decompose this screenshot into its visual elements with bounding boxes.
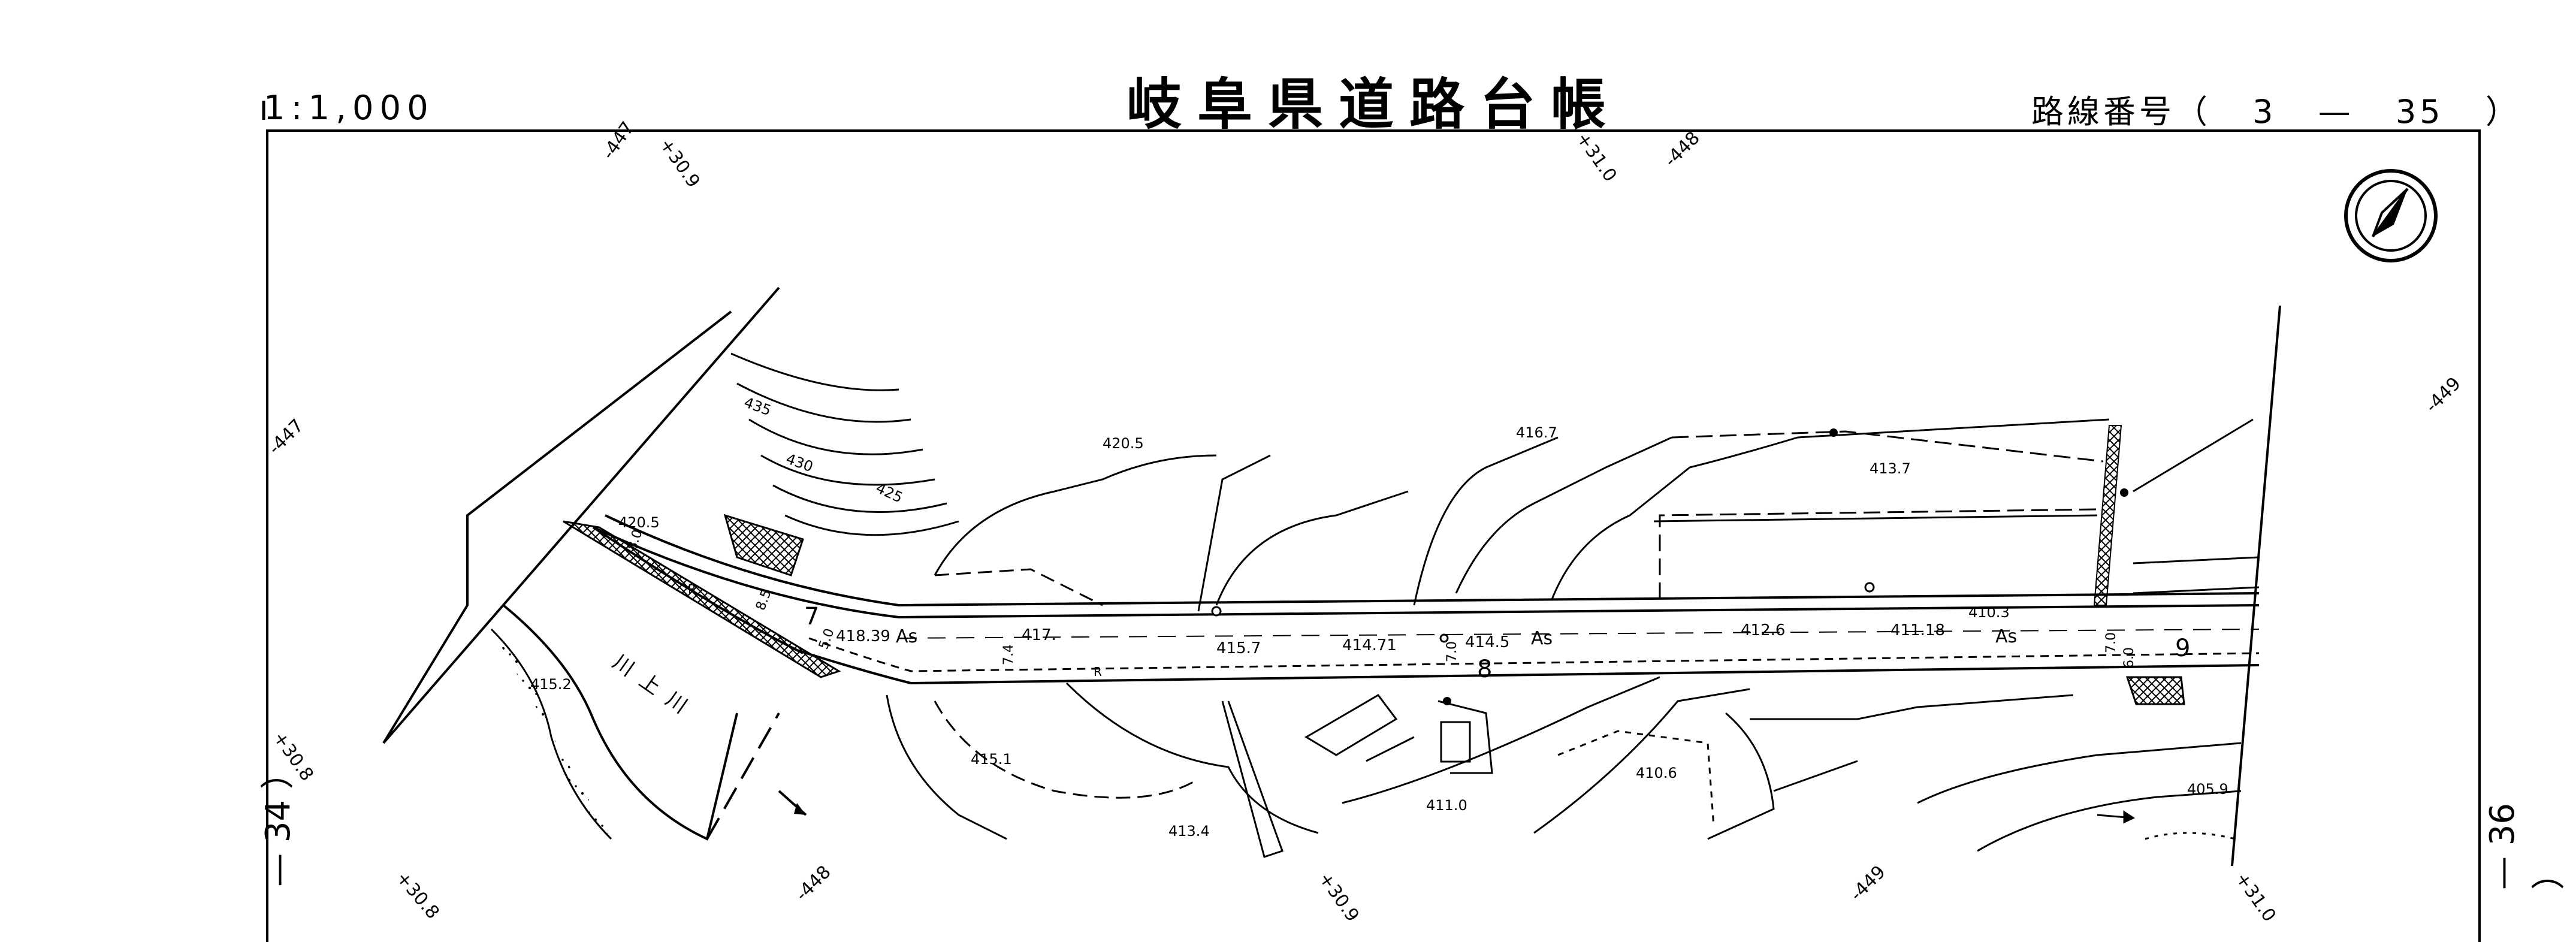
contours [730, 352, 959, 536]
route-close: ） [2485, 93, 2521, 131]
grid-label-top-2: +30.9 [655, 135, 703, 192]
road-level-labels: 418.39 417. 415.7 414.71 414.5 412.6 411… [836, 621, 1945, 657]
road-level: 412.6 [1741, 621, 1785, 639]
adjacent-sheet-left[interactable]: — 34 ） [258, 756, 298, 887]
river [490, 604, 807, 841]
grid-label-left-1: -447 [264, 415, 308, 459]
surface-label: As [1531, 628, 1553, 649]
road-mark: R [688, 582, 696, 596]
road-level: 414.71 [1342, 636, 1397, 654]
grid-label-bottom-2: -448 [792, 862, 835, 905]
elevation-label: 415.1 [971, 751, 1012, 768]
grid-label-bottom-4: -449 [1846, 862, 1890, 905]
map-frame [266, 129, 2481, 942]
right-cutline [2231, 305, 2281, 866]
grid-label-bottom-1: +30.8 [392, 868, 443, 923]
width-label: 7.4 [1001, 644, 1016, 665]
elevation-label: 420.5 [618, 514, 660, 531]
contour-label-430: 430 [784, 450, 816, 475]
elevation-label: 413.4 [1168, 823, 1210, 840]
north-arrow-icon [2344, 169, 2438, 262]
retaining-wall-left [563, 520, 841, 678]
boundary-markers [1443, 428, 2128, 705]
route-dash: — [2318, 93, 2354, 131]
surface-label: As [896, 626, 917, 647]
road-mark: R [1094, 665, 1102, 679]
surface-label: As [1995, 626, 2017, 647]
route-number-b: 35 [2395, 93, 2444, 131]
route-number: 路線番号（ 3 — 35 ） [2031, 85, 2521, 132]
route-number-a: 3 [2252, 93, 2277, 131]
field-boundaries-south [886, 676, 2242, 858]
grid-label-right-1: -449 [2421, 373, 2465, 417]
grid-label-top-4: -448 [1660, 128, 1704, 171]
road-level: 415.7 [1216, 639, 1261, 657]
width-labels: 8.0 8.5 5.0 7.4 7.0 7.0 6.0 [624, 528, 2137, 668]
left-cutline [382, 286, 780, 744]
elevation-label: 413.7 [1870, 460, 1911, 477]
elevation-labels: 435 430 425 420.5 420.5 416.7 413.7 415.… [530, 394, 2228, 840]
route-prefix: 路線番号（ [2031, 93, 2211, 131]
elevation-label: 410.6 [1636, 765, 1677, 781]
elevation-label: 420.5 [1103, 435, 1144, 452]
main-road [592, 514, 2260, 685]
station-label: 7 [804, 603, 819, 630]
station-labels: 7 8 9 [804, 603, 2190, 683]
width-label: 6.0 [2122, 647, 2137, 668]
elevation-label: 410.3 [1968, 604, 2010, 621]
elevation-label: 411.0 [1426, 797, 1467, 814]
station-label: 8 [1477, 656, 1492, 683]
grid-label-top-3: +31.0 [1572, 129, 1620, 186]
surface-labels: As As As R R [688, 582, 2017, 679]
map-title: 岐阜県道路台帳 [1127, 73, 1622, 137]
road-level: 414.5 [1465, 633, 1509, 651]
grid-label-bottom-5: +31.0 [2231, 869, 2279, 926]
retaining-wall-upper [723, 514, 804, 576]
width-label: 7.0 [1445, 641, 1460, 662]
map-scale: 1:1,000 [264, 89, 434, 128]
river-name: 川上川 [608, 650, 702, 726]
elevation-label: 415.2 [530, 676, 572, 693]
adjacent-sheet-right[interactable]: — 36 ） [2483, 802, 2569, 890]
grid-labels: -447 +30.9 +31.0 -448 -447 +30.8 -449 +3… [264, 118, 2465, 926]
retaining-wall-right [2125, 676, 2185, 705]
width-label: 5.0 [816, 627, 837, 651]
elevation-label: 405.9 [2187, 781, 2228, 798]
station-label: 9 [2175, 635, 2190, 662]
grid-label-bottom-3: +30.9 [1314, 869, 1363, 926]
width-label: 7.0 [2104, 632, 2119, 653]
elevation-label: 416.7 [1516, 424, 1557, 441]
wall-strip [2093, 425, 2122, 606]
grid-label-top-1: -447 [598, 118, 639, 164]
road-level: 417. [1022, 626, 1056, 644]
road-level: 411.18 [1891, 621, 1945, 639]
road-level: 418.39 [836, 627, 890, 645]
field-boundaries-north [934, 418, 2260, 612]
